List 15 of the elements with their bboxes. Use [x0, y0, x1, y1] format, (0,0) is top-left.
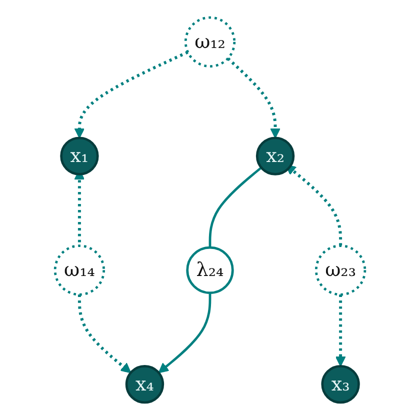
arrow — [335, 294, 346, 367]
node-circle: x₄ — [125, 364, 164, 404]
connector — [208, 166, 262, 248]
node-circle: ω₂₃ — [314, 244, 366, 296]
arrow — [74, 50, 188, 138]
arrow — [158, 292, 212, 374]
node-circle: λ₂₄ — [186, 246, 234, 294]
arrow — [78, 294, 132, 374]
node-circle: ω₁₂ — [184, 16, 236, 68]
arrow — [226, 57, 281, 138]
node-circle: x₂ — [256, 136, 295, 176]
node-circle: x₃ — [321, 364, 360, 404]
node-circle: ω₁₄ — [54, 244, 106, 296]
node-circle: x₁ — [60, 136, 99, 176]
arrow — [285, 164, 342, 246]
